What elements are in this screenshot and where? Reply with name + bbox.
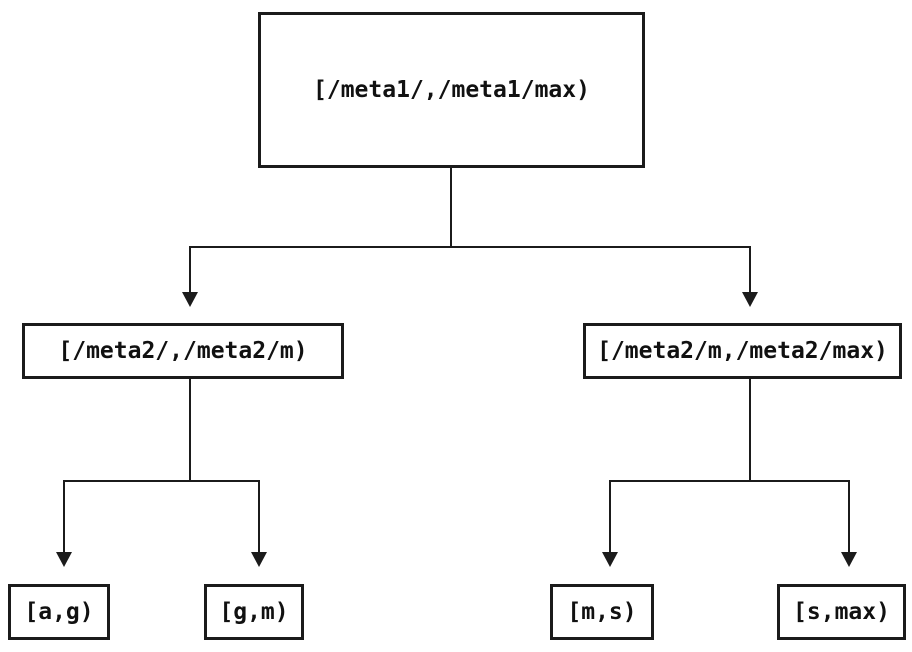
edge-right-crossbar bbox=[609, 480, 850, 482]
edge-left-stem bbox=[189, 379, 191, 482]
arrowhead-down-icon bbox=[182, 292, 198, 307]
node-leaf-ag-label: [a,g) bbox=[24, 599, 94, 625]
node-level2-right-label: [/meta2/m,/meta2/max) bbox=[597, 338, 888, 364]
node-leaf-gm-label: [g,m) bbox=[219, 599, 289, 625]
edge-root-crossbar bbox=[189, 246, 751, 248]
arrowhead-down-icon bbox=[841, 552, 857, 567]
edge-right-stem bbox=[749, 379, 751, 482]
node-leaf-smax: [s,max) bbox=[777, 584, 906, 640]
node-root: [/meta1/,/meta1/max) bbox=[258, 12, 645, 168]
edge-left-crossbar bbox=[63, 480, 260, 482]
arrowhead-down-icon bbox=[742, 292, 758, 307]
node-level2-right: [/meta2/m,/meta2/max) bbox=[583, 323, 902, 379]
node-level2-left: [/meta2/,/meta2/m) bbox=[22, 323, 344, 379]
edge-root-stem bbox=[450, 168, 452, 247]
node-leaf-ms-label: [m,s) bbox=[567, 599, 637, 625]
node-root-label: [/meta1/,/meta1/max) bbox=[313, 77, 590, 103]
arrowhead-down-icon bbox=[251, 552, 267, 567]
edge-left-to-leaf2-drop bbox=[258, 480, 260, 552]
arrowhead-down-icon bbox=[602, 552, 618, 567]
edge-root-to-right-drop bbox=[749, 246, 751, 292]
edge-right-to-leaf3-drop bbox=[609, 480, 611, 552]
edge-right-to-leaf4-drop bbox=[848, 480, 850, 552]
arrowhead-down-icon bbox=[56, 552, 72, 567]
node-leaf-gm: [g,m) bbox=[204, 584, 304, 640]
node-level2-left-label: [/meta2/,/meta2/m) bbox=[58, 338, 308, 364]
node-leaf-smax-label: [s,max) bbox=[793, 599, 890, 625]
node-leaf-ms: [m,s) bbox=[550, 584, 654, 640]
edge-left-to-leaf1-drop bbox=[63, 480, 65, 552]
node-leaf-ag: [a,g) bbox=[8, 584, 110, 640]
edge-root-to-left-drop bbox=[189, 246, 191, 292]
